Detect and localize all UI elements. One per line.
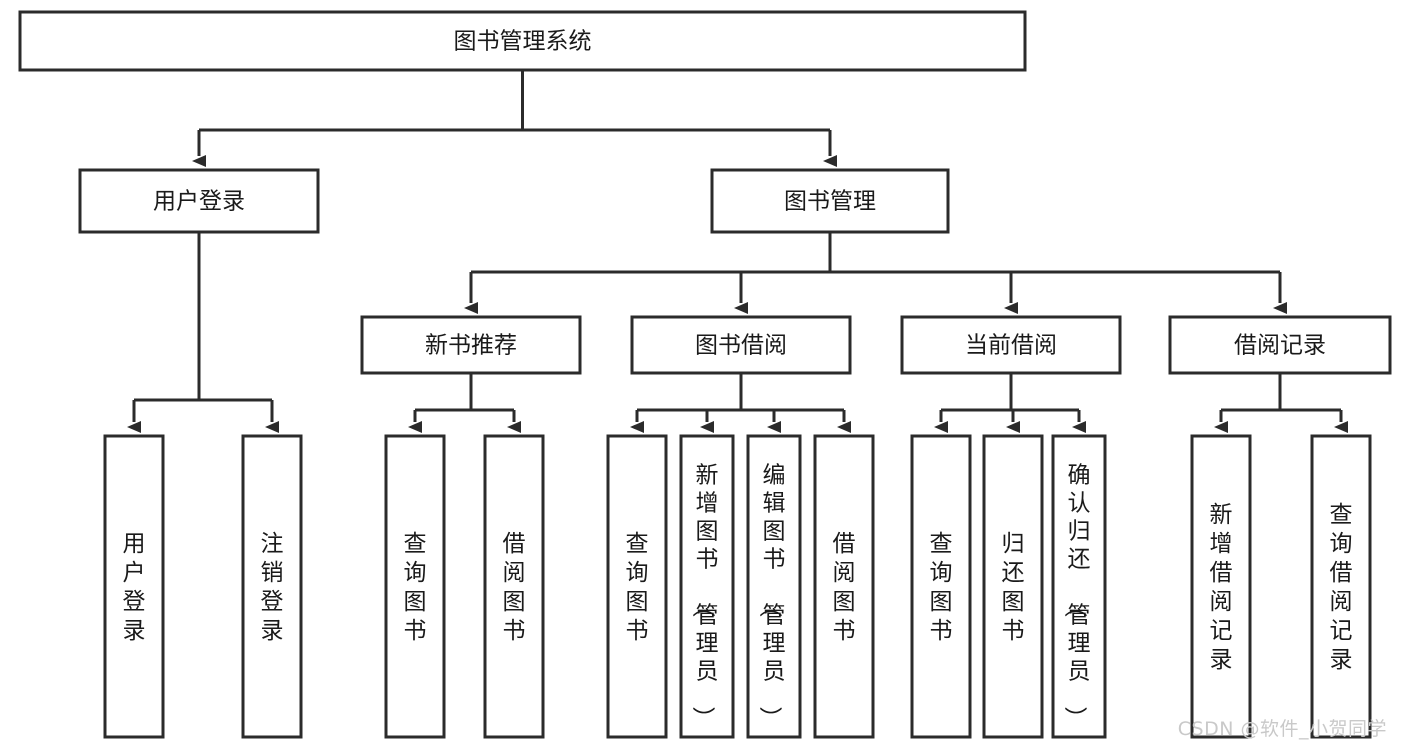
- node-label: 查询借阅记录: [1330, 502, 1353, 673]
- node-label: 借阅图书: [503, 531, 526, 644]
- node-book-borrow[interactable]: 图书借阅: [630, 315, 852, 375]
- box-outline: [900, 315, 1122, 375]
- node-label: 借阅图书: [833, 531, 856, 644]
- box-outline: [1190, 434, 1252, 739]
- box-outline: [982, 434, 1044, 739]
- node-label: 用户登录: [153, 189, 245, 215]
- node-label: 确认归还（管理员）: [1062, 462, 1091, 729]
- leaf-leaf-confirm-return-admin[interactable]: 确认归还（管理员）: [1051, 434, 1107, 739]
- node-borrow-record[interactable]: 借阅记录: [1168, 315, 1392, 375]
- leaf-leaf-borrow-books-rec[interactable]: 借阅图书: [483, 434, 545, 739]
- node-label: 新增图书（管理员）: [690, 462, 719, 729]
- box-outline: [103, 434, 165, 739]
- box-outline: [1310, 434, 1372, 739]
- node-label: 查询图书: [404, 531, 427, 644]
- node-book-manage[interactable]: 图书管理: [710, 168, 950, 234]
- leaf-leaf-query-books-current[interactable]: 查询图书: [910, 434, 972, 739]
- leaf-leaf-return-books[interactable]: 归还图书: [982, 434, 1044, 739]
- node-current-borrow[interactable]: 当前借阅: [900, 315, 1122, 375]
- leaf-leaf-user-login[interactable]: 用户登录: [103, 434, 165, 739]
- box-outline: [630, 315, 852, 375]
- node-label: 归还图书: [1002, 531, 1025, 644]
- box-outline: [483, 434, 545, 739]
- leaf-leaf-add-borrow-record[interactable]: 新增借阅记录: [1190, 434, 1252, 739]
- node-boxes: 图书管理系统用户登录图书管理新书推荐图书借阅当前借阅借阅记录用户登录注销登录查询…: [18, 10, 1392, 739]
- node-label: 新增借阅记录: [1210, 502, 1233, 673]
- box-outline: [710, 168, 950, 234]
- box-outline: [1051, 434, 1107, 739]
- box-outline: [360, 315, 582, 375]
- leaf-leaf-add-book-admin[interactable]: 新增图书（管理员）: [679, 434, 735, 739]
- leaf-leaf-borrow-books[interactable]: 借阅图书: [813, 434, 875, 739]
- box-outline: [746, 434, 802, 739]
- node-label: 用户登录: [123, 531, 146, 644]
- node-label: 编辑图书（管理员）: [757, 462, 786, 729]
- leaf-leaf-edit-book-admin[interactable]: 编辑图书（管理员）: [746, 434, 802, 739]
- node-label: 当前借阅: [965, 333, 1057, 359]
- node-label: 查询图书: [930, 531, 953, 644]
- connector-lines: [127, 70, 1348, 433]
- node-label: 注销登录: [261, 531, 284, 644]
- node-label: 图书借阅: [695, 333, 787, 359]
- leaf-leaf-query-borrow-record[interactable]: 查询借阅记录: [1310, 434, 1372, 739]
- node-label: 新书推荐: [425, 333, 517, 359]
- node-label: 查询图书: [626, 531, 649, 644]
- box-outline: [241, 434, 303, 739]
- box-outline: [18, 10, 1027, 72]
- box-outline: [910, 434, 972, 739]
- box-outline: [1168, 315, 1392, 375]
- box-outline: [384, 434, 446, 739]
- node-label: 借阅记录: [1234, 333, 1326, 359]
- leaf-leaf-logout[interactable]: 注销登录: [241, 434, 303, 739]
- leaf-leaf-query-books-borrow[interactable]: 查询图书: [606, 434, 668, 739]
- box-outline: [679, 434, 735, 739]
- node-label: 图书管理: [784, 189, 876, 215]
- node-label: 图书管理系统: [454, 29, 592, 55]
- box-outline: [78, 168, 320, 234]
- node-new-book-recommend[interactable]: 新书推荐: [360, 315, 582, 375]
- box-outline: [813, 434, 875, 739]
- node-root[interactable]: 图书管理系统: [18, 10, 1027, 72]
- leaf-leaf-query-books-rec[interactable]: 查询图书: [384, 434, 446, 739]
- box-outline: [606, 434, 668, 739]
- node-user-login[interactable]: 用户登录: [78, 168, 320, 234]
